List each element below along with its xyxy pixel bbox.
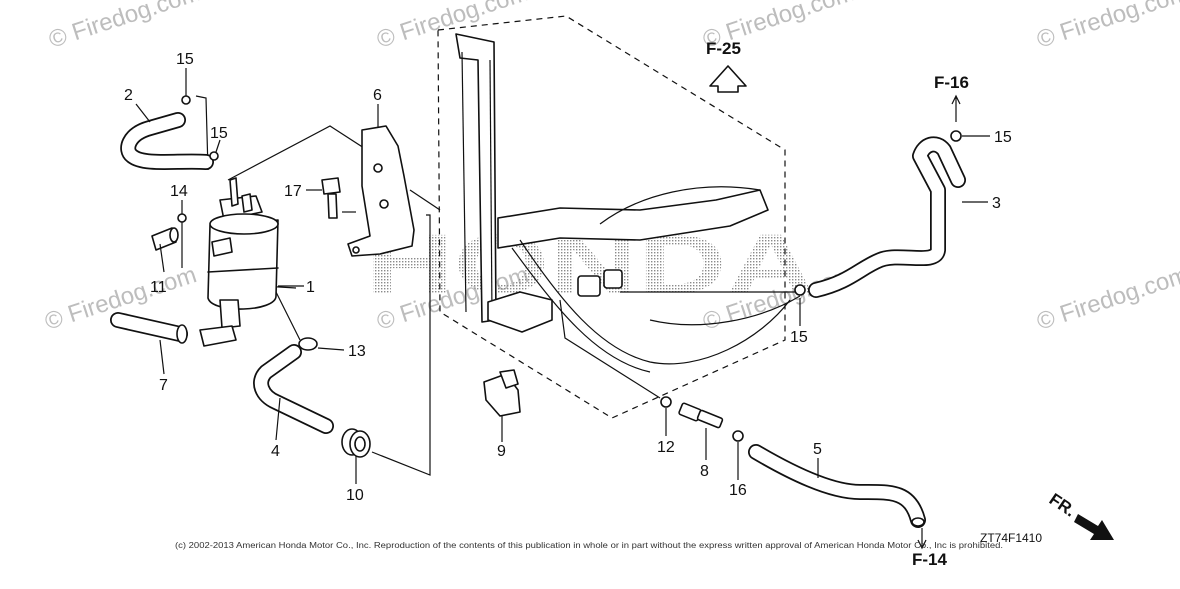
front-arrow-icon	[1074, 514, 1114, 540]
callout-17: 17	[284, 183, 302, 200]
clip-group-left	[177, 95, 318, 351]
bolt-part-17	[321, 177, 341, 219]
callout-5: 5	[813, 441, 822, 458]
hose-part-7	[110, 312, 188, 344]
copyright-notice: (c) 2002-2013 American Honda Motor Co., …	[175, 541, 1003, 550]
callout-numbers: 1 2 3 4 5 6 7 8 9 10 11 12 13 14 15 15 1…	[124, 51, 1012, 504]
ref-label-f14: F-14	[912, 550, 948, 569]
ref-label-f16: F-16	[934, 73, 969, 92]
f25-up-arrow-icon	[709, 65, 747, 93]
callout-11: 11	[150, 279, 167, 296]
tube-part-11	[151, 227, 179, 251]
callout-7: 7	[159, 377, 168, 394]
canister-part-1	[199, 177, 279, 347]
watermark: © Firedog.com	[374, 0, 532, 54]
hose-part-3	[808, 136, 966, 298]
ref-label-front: FR.	[1046, 490, 1079, 521]
reference-arrows	[709, 65, 1114, 550]
callout-16: 16	[729, 482, 747, 499]
callout-4: 4	[271, 443, 280, 460]
callout-15-right: 15	[994, 129, 1012, 146]
watermark: © Firedog.com	[1034, 261, 1180, 335]
bracket-part-6	[347, 125, 415, 257]
hose-part-2	[120, 112, 214, 170]
diagram-code: ZT74F1410	[980, 531, 1042, 545]
callout-1: 1	[306, 279, 315, 296]
callout-15-center: 15	[790, 329, 808, 346]
watermark: © Firedog.com	[46, 0, 204, 54]
f16-up-arrow-icon	[951, 94, 961, 122]
callout-14: 14	[170, 183, 188, 200]
callout-leaders	[135, 68, 990, 484]
callout-10: 10	[346, 487, 364, 504]
f14-down-arrow-icon	[917, 528, 927, 550]
joint-part-8	[678, 402, 724, 429]
clip-group-right	[660, 130, 962, 442]
callout-12: 12	[657, 439, 675, 456]
frame-assembly	[437, 15, 801, 419]
callout-15-left: 15	[210, 125, 228, 142]
callout-6: 6	[373, 87, 382, 104]
ref-label-f25: F-25	[706, 39, 741, 58]
callout-13: 13	[348, 343, 366, 360]
callout-3: 3	[992, 195, 1001, 212]
callout-8: 8	[700, 463, 709, 480]
watermark: © Firedog.com	[1034, 0, 1180, 54]
callout-15-top: 15	[176, 51, 194, 68]
grommet-part-10	[341, 428, 371, 458]
hose-part-5	[748, 444, 926, 528]
hose-part-4	[253, 344, 334, 434]
callout-2: 2	[124, 87, 133, 104]
callout-9: 9	[497, 443, 506, 460]
clip-part-9	[483, 369, 521, 417]
